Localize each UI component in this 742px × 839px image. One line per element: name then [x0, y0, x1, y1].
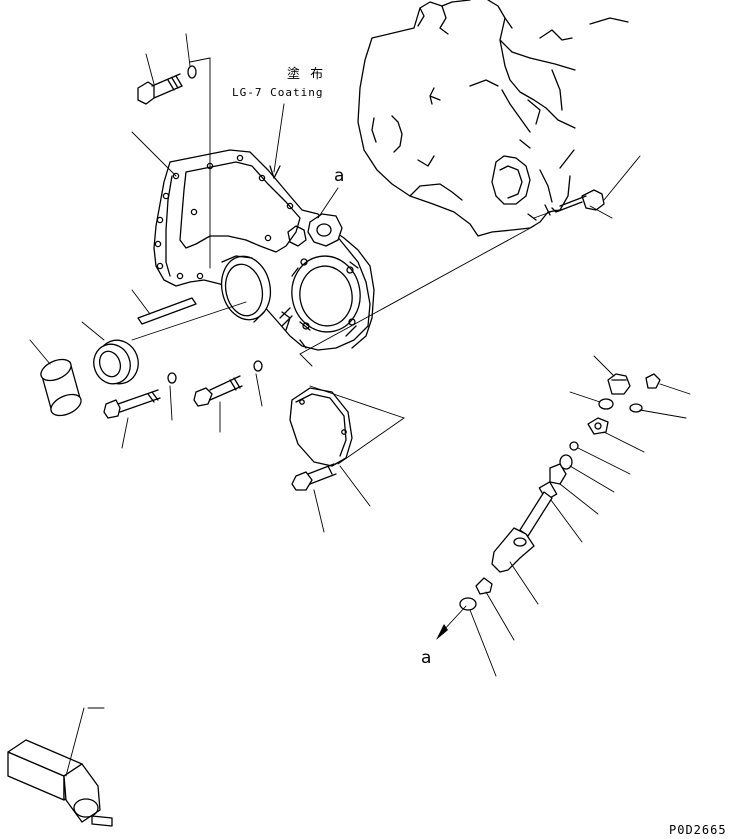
bolt-block	[534, 156, 640, 218]
sleeve-ring	[30, 340, 84, 420]
drawing-code: P0D2665	[669, 823, 727, 837]
leader-cover	[132, 132, 176, 176]
tool	[8, 708, 112, 826]
stud-cover	[280, 308, 292, 326]
bolt-lower-1	[104, 390, 160, 448]
ref-marker-a-target: a	[421, 648, 432, 668]
cover-plate	[290, 386, 404, 506]
leader-block	[300, 226, 534, 366]
washer-upper	[186, 34, 196, 78]
bolt-upper	[138, 54, 182, 104]
dowel-pin	[132, 290, 196, 324]
washer-lower-2	[254, 361, 262, 406]
bolt-lower-2	[194, 376, 242, 432]
coating-note-jp: 塗 布	[287, 67, 327, 82]
coating-note-en: LG-7 Coating	[232, 86, 324, 99]
leader-a	[318, 188, 338, 218]
tachometer-drive	[460, 356, 690, 676]
oil-seal	[82, 302, 246, 390]
front-cover	[154, 150, 374, 350]
ref-marker-a: a	[334, 166, 345, 186]
bolt-plate	[292, 464, 336, 532]
ref-arrow	[436, 606, 466, 640]
washer-lower-1	[168, 373, 176, 420]
cylinder-block	[358, 0, 628, 236]
coating-leader	[190, 58, 284, 268]
